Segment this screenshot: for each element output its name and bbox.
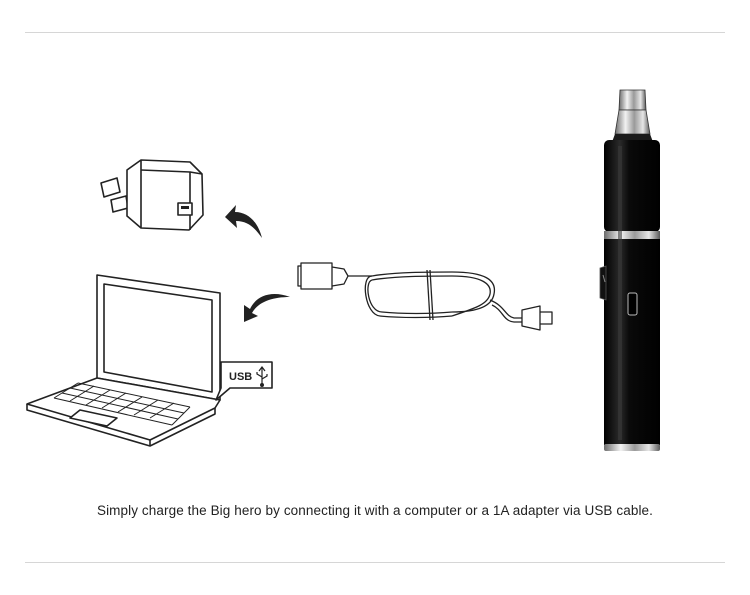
caption-text: Simply charge the Big hero by connecting…	[96, 503, 654, 518]
bottom-divider	[25, 562, 725, 563]
top-divider	[25, 32, 725, 33]
vape-pen-icon	[599, 89, 660, 451]
usb-cable-icon	[297, 262, 553, 331]
arrow-to-laptop-icon	[244, 294, 290, 322]
usb-badge: USB	[215, 361, 273, 401]
usb-badge-label: USB	[229, 371, 252, 383]
arrow-to-adapter-icon	[225, 205, 262, 238]
laptop-icon	[26, 274, 221, 447]
wall-adapter-icon	[100, 159, 204, 231]
usb-symbol-icon	[256, 366, 268, 388]
